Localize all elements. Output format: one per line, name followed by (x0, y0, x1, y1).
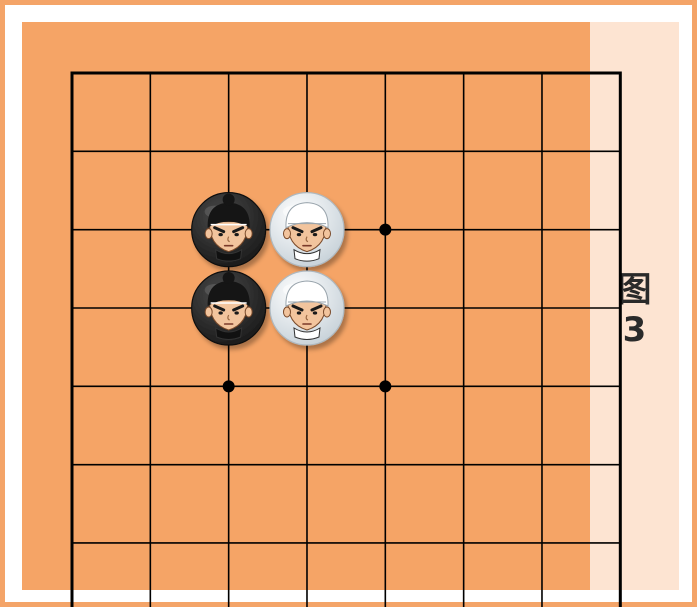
board-grid (72, 73, 620, 607)
white-stone (270, 271, 344, 345)
star-point (379, 380, 391, 392)
white-stone (270, 193, 344, 267)
star-point (379, 224, 391, 236)
black-stone (192, 193, 266, 267)
star-point (223, 380, 235, 392)
stones-layer (192, 193, 344, 345)
board-border (72, 73, 620, 607)
black-stone (192, 271, 266, 345)
